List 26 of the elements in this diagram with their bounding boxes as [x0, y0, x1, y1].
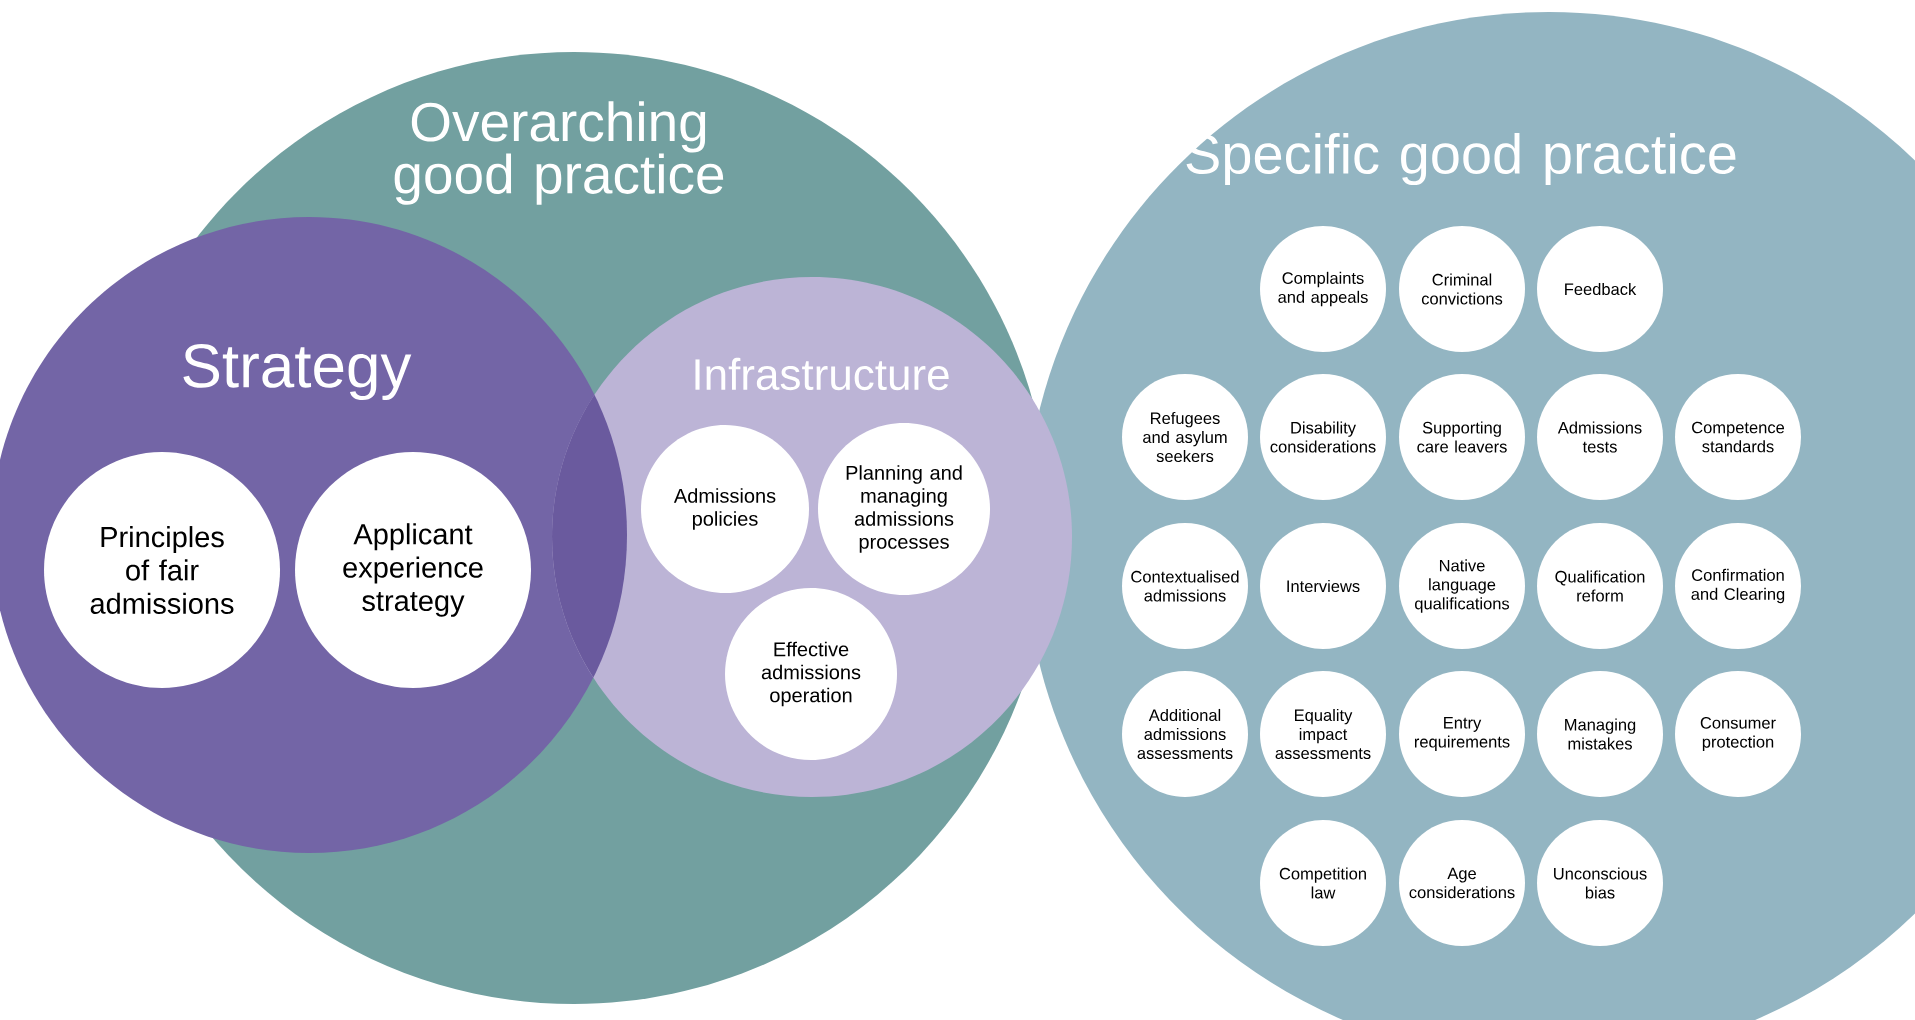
circle-label: Complaints and appeals [1260, 226, 1386, 352]
circle-label: Principles of fair admissions [44, 452, 280, 688]
circle-label: Unconscious bias [1537, 820, 1663, 946]
circle-label: Consumer protection [1675, 671, 1801, 797]
circle-label: Refugees and asylum seekers [1122, 374, 1248, 500]
circle-label: Competence standards [1675, 374, 1801, 500]
circle-label: Effective admissions operation [725, 588, 897, 760]
circle-label: Interviews [1260, 523, 1386, 649]
circle-label: Disability considerations [1260, 374, 1386, 500]
circle-label: Admissions policies [641, 425, 809, 593]
circle-label: Competition law [1260, 820, 1386, 946]
circle-label: Applicant experience strategy [295, 452, 531, 688]
circle-label: Managing mistakes [1537, 671, 1663, 797]
circle-label: Native language qualifications [1399, 523, 1525, 649]
circle-label: Additional admissions assessments [1122, 671, 1248, 797]
circle-label: Admissions tests [1537, 374, 1663, 500]
circle-label: Entry requirements [1399, 671, 1525, 797]
circle-label: Feedback [1537, 226, 1663, 352]
circle-label: Contextualised admissions [1122, 523, 1248, 649]
circle-label: Planning and managing admissions processes [818, 423, 990, 595]
circle-label: Equality impact assessments [1260, 671, 1386, 797]
circle-label: Qualification reform [1537, 523, 1663, 649]
circle-label: Confirmation and Clearing [1675, 523, 1801, 649]
circle-label: Criminal convictions [1399, 226, 1525, 352]
circle-label: Supporting care leavers [1399, 374, 1525, 500]
circle-label: Age considerations [1399, 820, 1525, 946]
